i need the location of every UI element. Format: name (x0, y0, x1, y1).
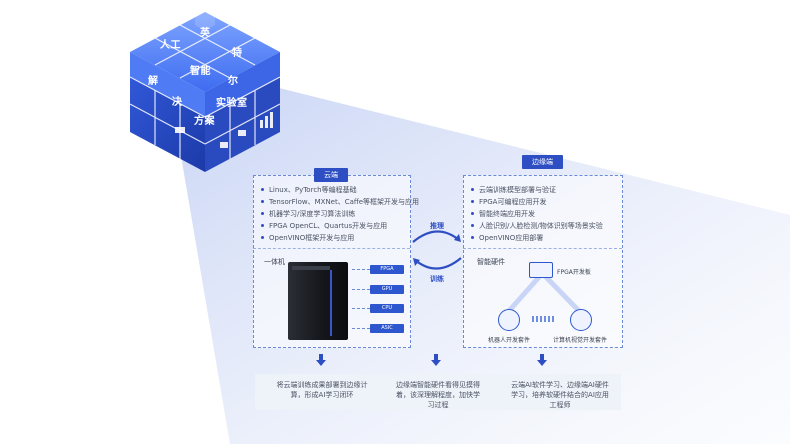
fpga-board-icon (529, 262, 553, 278)
cube-label-ren-gong: 人工 (160, 40, 181, 51)
server-image (288, 262, 348, 340)
cloud-panel-title: 云端 (314, 168, 348, 182)
chip-fpga: FPGA (370, 265, 404, 274)
hardware-triangle (506, 274, 582, 322)
fpga-board-label: FPGA开发板 (557, 269, 591, 276)
hardware-label: 智能硬件 (477, 258, 505, 266)
chip-gpu: GPU (370, 285, 404, 294)
edge-feature-list: 云端训练模型部署与验证 FPGA可编程应用开发 智能终端应用开发 人脸识别/人脸… (471, 184, 603, 244)
cloud-feature-list: Linux、PyTorch等编程基础 TensorFlow、MXNet、Caff… (261, 184, 419, 244)
edge-item-1: 云端训练模型部署与验证 (471, 184, 603, 196)
infer-label: 推理 (430, 222, 444, 230)
cube-label-jie: 解 (148, 76, 159, 87)
cube-label-zhi-neng: 智能 (190, 66, 211, 77)
summary-left: 将云端训练成果部署到边缘计算，形成AI学习闭环 (276, 381, 368, 399)
chip-connector-gpu (352, 289, 370, 290)
down-arrow-icon (316, 354, 326, 366)
edge-item-5: OpenVINO应用部署 (471, 232, 603, 244)
chip-connector-asic (352, 328, 370, 329)
vision-kit-icon (570, 309, 592, 331)
robot-kit-label: 机器人开发套件 (488, 337, 531, 344)
chip-connector-fpga (352, 269, 370, 270)
cube-label-lab: 实验室 (216, 98, 248, 109)
flow-arrows (412, 230, 462, 270)
cloud-item-2: TensorFlow、MXNet、Caffe等框架开发与应用 (261, 196, 419, 208)
down-arrow-icon (431, 354, 441, 366)
edge-panel-title: 边缘端 (522, 155, 563, 169)
cloud-item-4: FPGA OpenCL、Quartus开发与应用 (261, 220, 419, 232)
cube-graphic (129, 7, 281, 172)
edge-item-4: 人脸识别/人脸检测/物体识别等场景实验 (471, 220, 603, 232)
summary-bar (255, 374, 621, 410)
vision-kit-label: 计算机视觉开发套件 (553, 337, 608, 344)
cloud-item-5: OpenVINO框架开发与应用 (261, 232, 419, 244)
cube-label-er: 尔 (228, 76, 239, 87)
summary-right: 云端AI软件学习、边缘端AI硬件学习，培养软硬件结合的AI应用工程师 (511, 381, 609, 409)
machine-label: 一体机 (264, 258, 285, 266)
ai-lab-cube: 人工 英 特 解 智能 尔 决 实验室 方案 (120, 2, 290, 177)
cube-label-te: 特 (232, 48, 243, 59)
train-label: 训练 (430, 275, 444, 283)
cube-label-ying: 英 (200, 28, 211, 39)
edge-item-2: FPGA可编程应用开发 (471, 196, 603, 208)
chip-cpu: CPU (370, 304, 404, 313)
chip-connector-cpu (352, 308, 370, 309)
down-arrow-icon (537, 354, 547, 366)
cube-label-jue: 决 (172, 97, 183, 108)
cloud-item-3: 机器学习/深度学习算法训练 (261, 208, 419, 220)
edge-item-3: 智能终端应用开发 (471, 208, 603, 220)
edge-panel (463, 175, 623, 348)
cube-label-fang-an: 方案 (194, 116, 215, 127)
chip-asic: ASIC (370, 324, 404, 333)
edge-divider (463, 248, 622, 249)
cloud-item-1: Linux、PyTorch等编程基础 (261, 184, 419, 196)
cloud-divider (253, 248, 410, 249)
summary-middle: 边缘端智能硬件看得见摸得着，该深理解程度，加快学习过程 (396, 381, 480, 409)
robot-kit-icon (498, 309, 520, 331)
